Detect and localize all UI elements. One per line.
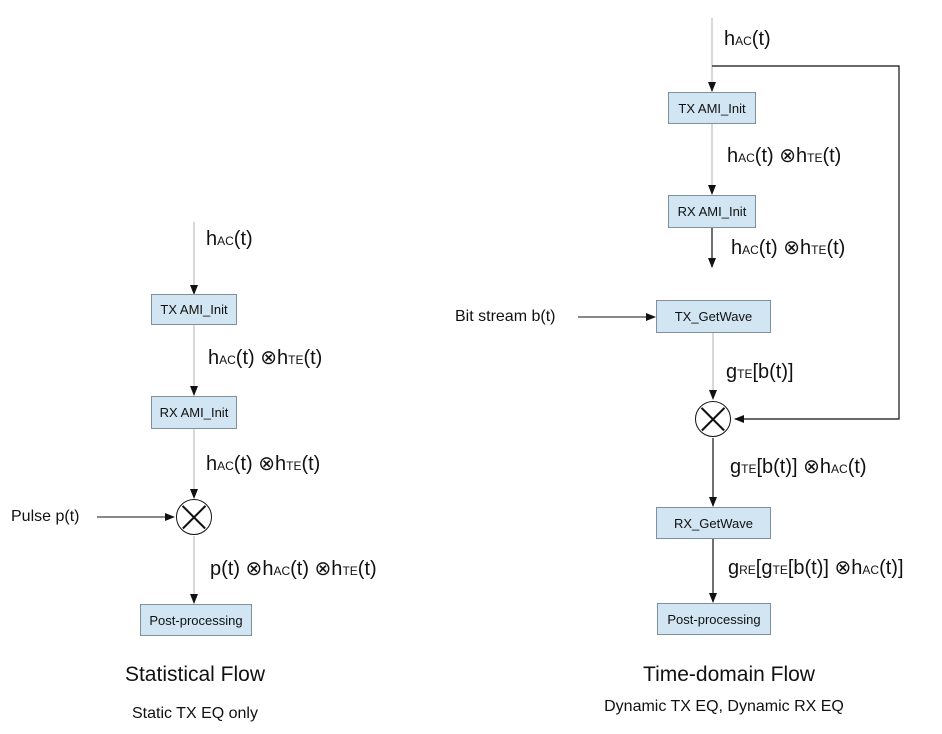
stat-tx-ami-init-box: TX AMI_Init xyxy=(151,294,237,325)
td-signal-label-6: gRE[gTE[b(t)] ⊗hAC(t)] xyxy=(728,557,904,579)
td-signal-label-4: gTE[b(t)] xyxy=(726,361,794,383)
td-signal-label-5: gTE[b(t)] ⊗hAC(t) xyxy=(730,456,867,478)
stat-rx-ami-init-box: RX AMI_Init xyxy=(151,396,237,429)
stat-multiplier-icon xyxy=(176,499,212,535)
stat-subcaption: Static TX EQ only xyxy=(132,705,258,722)
stat-signal-label-4: p(t) ⊗hAC(t) ⊗hTE(t) xyxy=(210,558,377,580)
td-rx-ami-init-box: RX AMI_Init xyxy=(668,195,756,228)
stat-pulse-input-label: Pulse p(t) xyxy=(11,508,80,525)
td-tx-ami-init-box: TX AMI_Init xyxy=(668,92,756,124)
stat-caption: Statistical Flow xyxy=(124,663,266,686)
td-signal-label-3: hAC(t) ⊗hTE(t) xyxy=(731,237,846,259)
td-tx-getwave-box: TX_GetWave xyxy=(656,300,771,333)
td-feedback-path xyxy=(712,65,900,423)
stat-signal-label-3: hAC(t) ⊗hTE(t) xyxy=(206,453,321,475)
td-signal-label-2: hAC(t) ⊗hTE(t) xyxy=(727,145,842,167)
td-caption: Time-domain Flow xyxy=(643,663,815,686)
td-bitstream-input-label: Bit stream b(t) xyxy=(455,308,556,325)
td-subcaption: Dynamic TX EQ, Dynamic RX EQ xyxy=(604,698,844,715)
td-multiplier-icon xyxy=(695,401,731,437)
td-rx-getwave-box: RX_GetWave xyxy=(656,507,771,539)
stat-post-processing-box: Post-processing xyxy=(140,604,252,636)
td-signal-label-1: hAC(t) xyxy=(724,28,771,50)
stat-signal-label-2: hAC(t) ⊗hTE(t) xyxy=(208,347,323,369)
td-post-processing-box: Post-processing xyxy=(657,603,771,635)
stat-signal-label-1: hAC(t) xyxy=(206,228,253,250)
